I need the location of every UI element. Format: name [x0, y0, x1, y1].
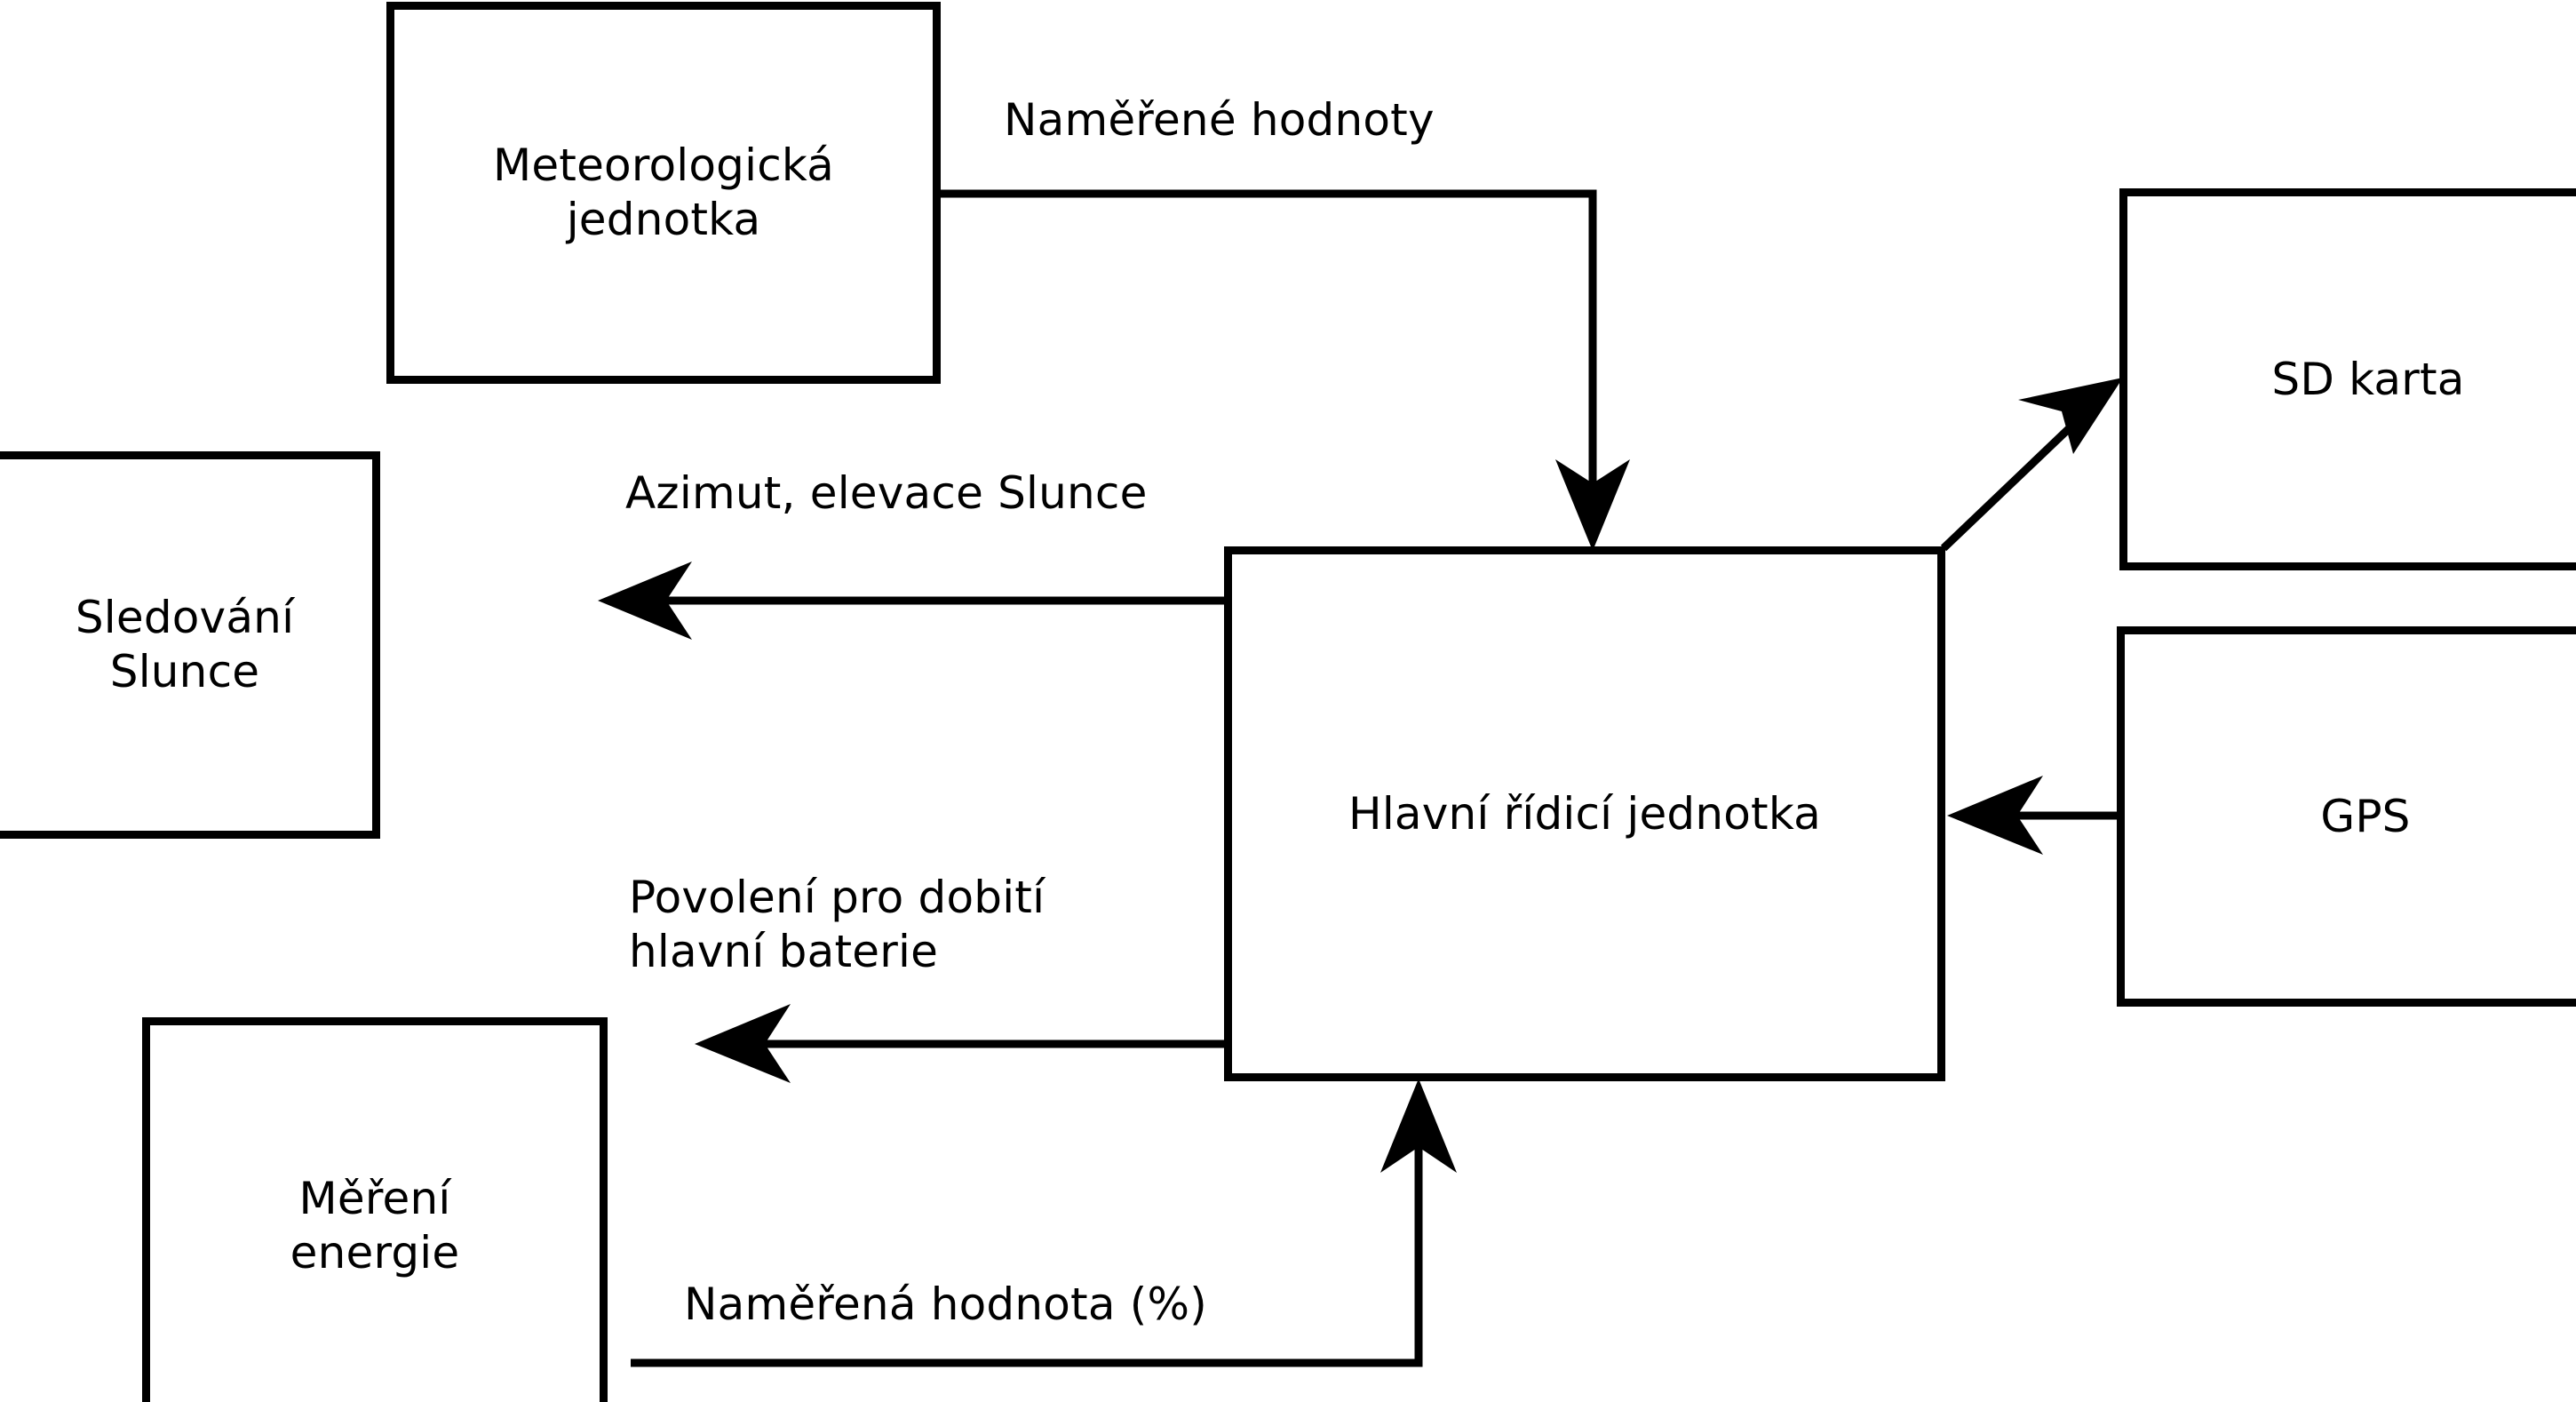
node-meteorological-unit-label: Meteorologická jednotka [492, 139, 835, 245]
node-main-control-unit[interactable]: Hlavní řídicí jednotka [1224, 546, 1945, 1081]
connector-gps-read [1947, 776, 2121, 855]
edge-label-measured-percent: Naměřená hodnota (%) [684, 1279, 1207, 1330]
node-gps-label: GPS [2320, 790, 2411, 842]
node-meteorological-unit[interactable]: Meteorologická jednotka [386, 2, 941, 384]
connector-measured-values [939, 189, 1630, 551]
node-sun-tracking[interactable]: Sledování Slunce [0, 451, 380, 839]
node-energy-measurement-label: Měření energie [290, 1173, 460, 1279]
node-sd-card-label: SD karta [2271, 353, 2465, 405]
node-sun-tracking-label: Sledování Slunce [75, 592, 295, 697]
connector-measured-percent [631, 1079, 1457, 1367]
node-main-control-unit-label: Hlavní řídicí jednotka [1348, 787, 1821, 840]
node-sd-card[interactable]: SD karta [2119, 188, 2576, 570]
node-energy-measurement[interactable]: Měření energie [142, 1017, 608, 1402]
connector-sd-write [1940, 378, 2123, 552]
edge-label-measured-values: Naměřené hodnoty [1004, 94, 1435, 146]
node-gps[interactable]: GPS [2117, 626, 2576, 1007]
edge-label-azimuth-elevation: Azimut, elevace Slunce [625, 467, 1148, 519]
connector-charge-permission [695, 1004, 1224, 1083]
edge-label-charge-permission: Povolení pro dobití hlavní baterie [629, 872, 1046, 977]
connector-azimuth [598, 562, 1224, 640]
